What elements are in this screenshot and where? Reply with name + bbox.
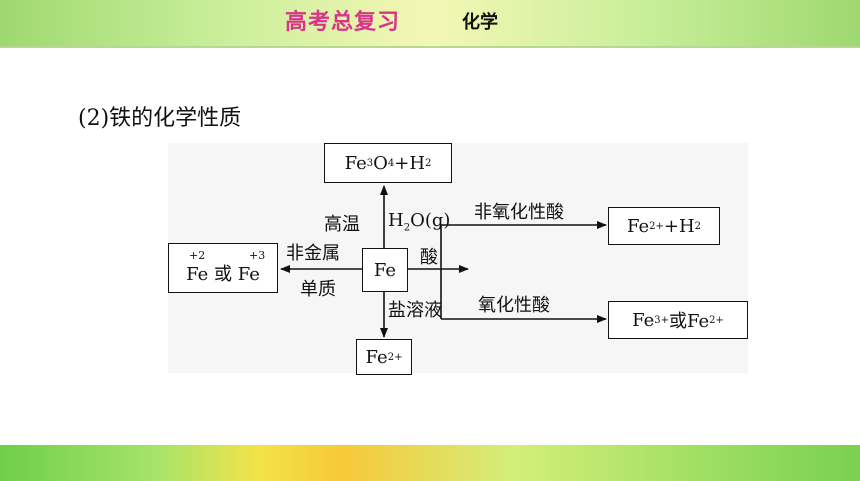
- label-nonmetal: 非金属: [286, 243, 340, 264]
- ox-state-plus2: +2: [189, 249, 206, 262]
- header-title: 高考总复习: [285, 10, 401, 35]
- product-box-fe-valence: +2 +3 Fe 或 Fe: [168, 243, 278, 293]
- label-water-steam: H2O(g): [388, 210, 451, 234]
- ox-state-plus3: +3: [249, 249, 266, 262]
- header-bar: 高考总复习 化学: [0, 0, 860, 48]
- center-fe-box: Fe: [362, 248, 408, 292]
- label-elemental: 单质: [300, 279, 336, 300]
- label-acid: 酸: [420, 247, 438, 268]
- diagram-arrows: [280, 185, 607, 338]
- label-non-oxidizing-acid: 非氧化性酸: [474, 202, 564, 223]
- section-title: (2)铁的化学性质: [78, 106, 242, 131]
- label-salt-solution: 盐溶液: [388, 300, 442, 321]
- header-subject: 化学: [462, 12, 498, 33]
- footer-bar: [0, 445, 860, 481]
- label-oxidizing-acid: 氧化性酸: [478, 295, 550, 316]
- label-high-temp: 高温: [324, 214, 360, 235]
